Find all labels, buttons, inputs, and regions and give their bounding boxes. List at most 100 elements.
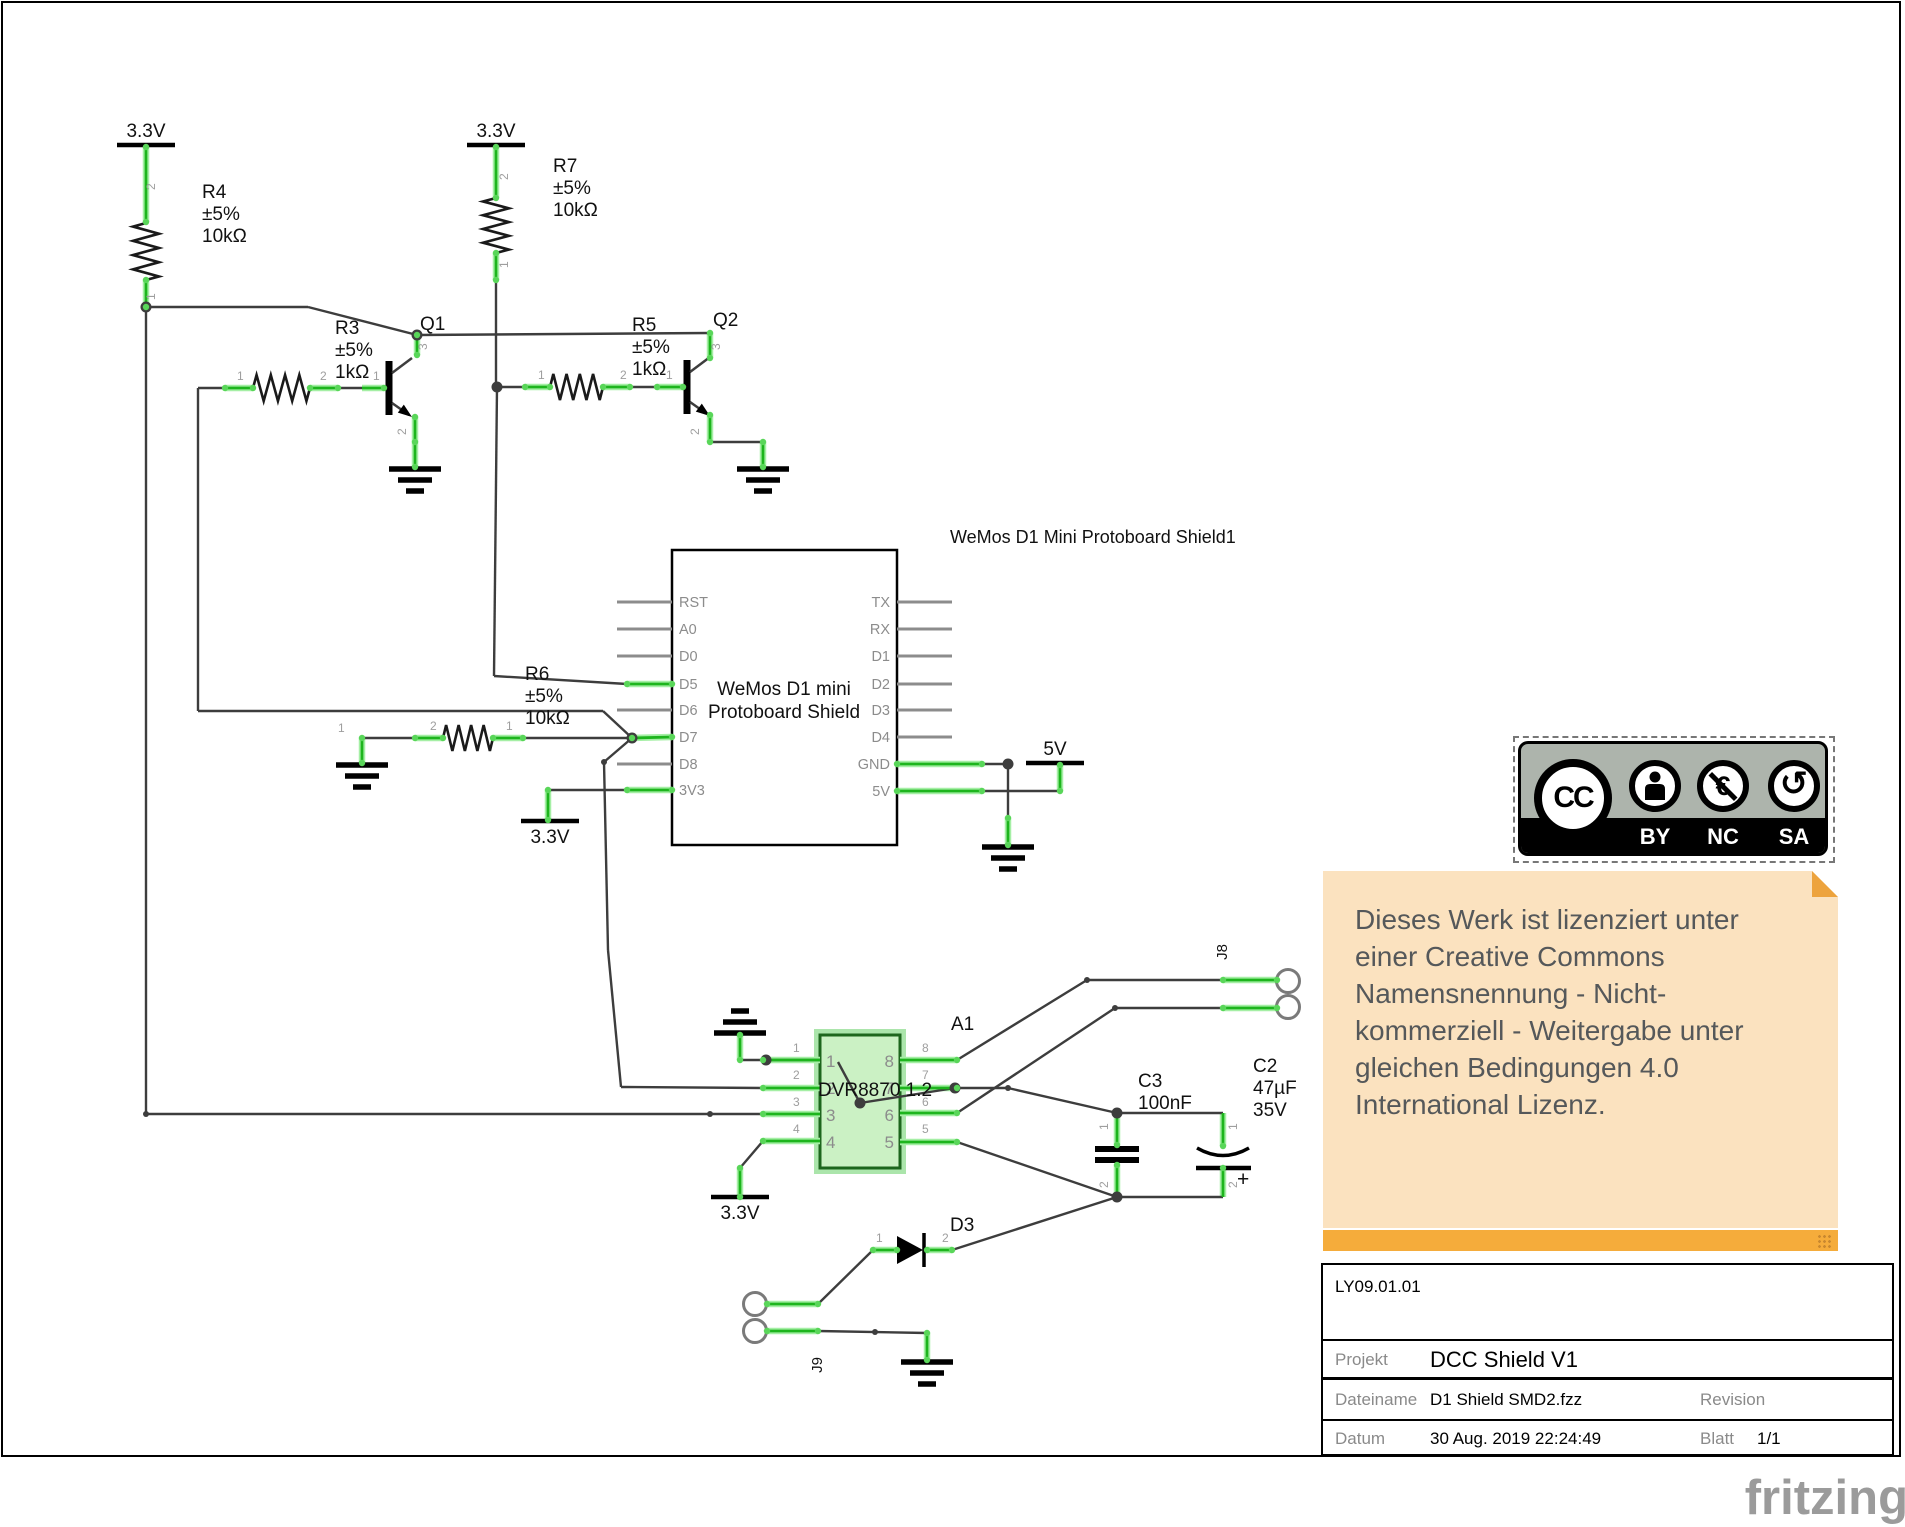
wire[interactable] (602, 710, 633, 739)
wire[interactable] (817, 1249, 874, 1305)
wire[interactable] (603, 737, 633, 763)
resistor-r3[interactable] (251, 370, 312, 406)
pin-num: 7 (922, 1068, 929, 1082)
wire[interactable] (859, 1086, 956, 1105)
pin-endpoint (759, 438, 767, 446)
q2-label: Q2 (713, 310, 738, 331)
pin-endpoint (1273, 976, 1281, 984)
wire[interactable] (956, 978, 1088, 1062)
wire[interactable] (416, 331, 711, 337)
ground-symbol[interactable] (901, 1359, 953, 1387)
pin-num: 2 (395, 428, 409, 435)
pin-endpoint (521, 383, 529, 391)
junction-dot (491, 381, 503, 393)
cc-by-label: BY (1639, 824, 1671, 849)
resistor-r5[interactable] (548, 373, 605, 401)
resistor-r6[interactable] (441, 724, 495, 752)
wire[interactable] (956, 1140, 1118, 1199)
junction-dot (1111, 1191, 1123, 1203)
ground-symbol[interactable] (714, 1008, 766, 1036)
diode-d3[interactable] (897, 1236, 923, 1264)
pin-endpoint (413, 331, 421, 339)
ground-symbol[interactable] (982, 844, 1034, 872)
wire[interactable] (602, 761, 610, 951)
wire-connected[interactable] (631, 735, 673, 740)
pin-endpoint (623, 680, 631, 688)
pin-num: 1 (538, 368, 545, 382)
pin-endpoint (953, 1109, 961, 1117)
pin-endpoint (763, 1327, 771, 1335)
wire[interactable] (307, 305, 418, 337)
wire[interactable] (492, 386, 499, 677)
shield-pin-D5: D5 (679, 677, 698, 693)
license-line: Dieses Werk ist lizenziert unter (1355, 904, 1739, 935)
transistor-q1[interactable] (385, 357, 413, 417)
resistor-r7[interactable] (477, 196, 515, 255)
wire[interactable] (739, 1140, 764, 1169)
ground-symbol[interactable] (336, 762, 388, 790)
chip-pin-number: 2 (826, 1079, 835, 1098)
resistor-r4[interactable] (128, 221, 164, 282)
wire[interactable] (951, 1195, 1118, 1252)
wire[interactable] (606, 949, 623, 1088)
ground-symbol[interactable] (389, 466, 441, 494)
cc-plate: CC € ↺ BY NC SA (1518, 741, 1828, 856)
pin-endpoint (1004, 814, 1012, 822)
a1-part-label: DVR8870 1.2 (818, 1080, 932, 1101)
pin-endpoint (492, 143, 500, 151)
shield-pin-GND: GND (858, 757, 890, 773)
pin-num: 2 (793, 1068, 800, 1082)
pin-endpoint (759, 1084, 767, 1092)
connector-pin[interactable] (742, 1291, 768, 1317)
license-note[interactable]: Dieses Werk ist lizenziert unter einer C… (1323, 871, 1838, 1228)
pin-endpoint (358, 759, 366, 767)
license-line: Namensnennung - Nicht- (1355, 978, 1667, 1009)
pin-num: 2 (430, 719, 437, 733)
note-fold-shadow (1812, 871, 1838, 897)
pin-endpoint (544, 786, 552, 794)
pin-num: 8 (922, 1041, 929, 1055)
power-symbol-3.3V[interactable]: 3.3V (117, 121, 175, 148)
shield-title: WeMos D1 Mini Protoboard Shield1 (950, 527, 1236, 547)
pin-endpoint (546, 383, 554, 391)
wire[interactable] (1007, 1086, 1118, 1115)
pin-endpoint (413, 351, 421, 359)
wemos-shield-body[interactable] (670, 548, 899, 847)
pin-endpoint (668, 786, 676, 794)
pin-endpoint (978, 787, 986, 795)
bend-dot (1084, 977, 1090, 983)
wire[interactable] (620, 1085, 764, 1090)
capacitor-c2-curved-plate[interactable] (1196, 1146, 1250, 1158)
note-resize-handle[interactable] (1817, 1234, 1832, 1248)
wire[interactable] (956, 1007, 1116, 1114)
power-symbol-3.3V[interactable]: 3.3V (521, 818, 579, 848)
pin-num: 3 (709, 343, 723, 350)
pin-endpoint (759, 1137, 767, 1145)
pin-num: 2 (320, 369, 327, 383)
filename-label: Dateiname (1335, 1390, 1418, 1409)
date-value: 30 Aug. 2019 22:24:49 (1430, 1429, 1602, 1448)
power-symbol-5V[interactable]: 5V (1026, 739, 1084, 766)
pin-endpoint (380, 384, 388, 392)
ground-symbol[interactable] (737, 466, 789, 494)
cc-license-badge[interactable]: CC € ↺ BY NC SA (1513, 736, 1835, 863)
pin-num: 2 (1226, 1181, 1240, 1188)
wire[interactable] (836, 1061, 862, 1104)
cc-sa-sharealike-icon: ↺ (1768, 760, 1820, 812)
wire[interactable] (493, 674, 628, 686)
cc-nc-euro-icon: € (1697, 760, 1749, 812)
power-symbol-3.3V[interactable]: 3.3V (711, 1194, 769, 1224)
pin-num: 2 (1097, 1181, 1111, 1188)
note-resize-strip[interactable] (1323, 1230, 1838, 1251)
connector-pin[interactable] (742, 1318, 768, 1344)
pin-endpoint (706, 438, 714, 446)
power-symbol-3.3V[interactable]: 3.3V (467, 121, 525, 148)
transistor-q2[interactable] (683, 356, 711, 416)
pin-num: 1 (1097, 1123, 1111, 1130)
r3-label: R3±5%1kΩ (335, 318, 373, 383)
shield-pin-A0: A0 (679, 622, 697, 638)
shield-pin-D7: D7 (679, 730, 698, 746)
